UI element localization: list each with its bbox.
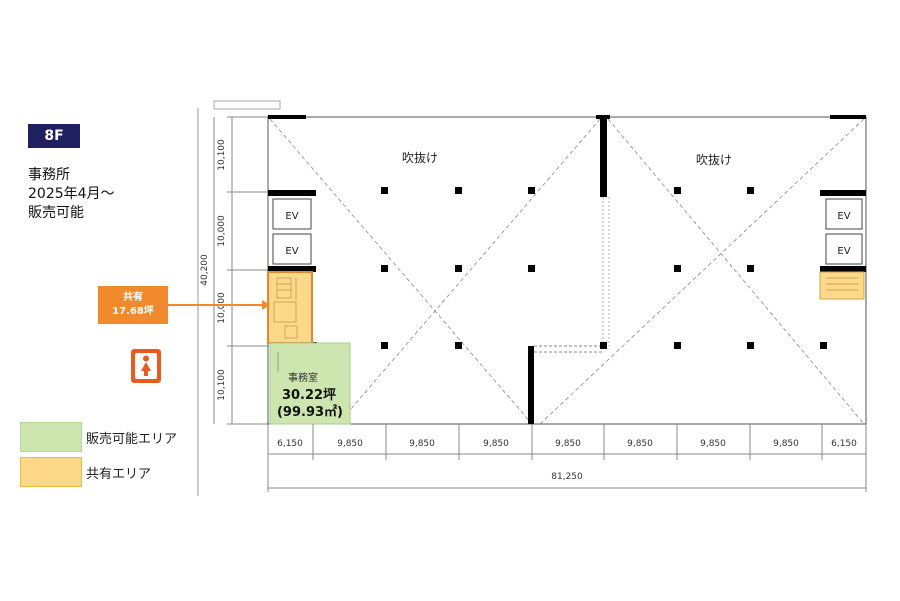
void-diagonals [269, 118, 865, 425]
floor-badge: 8F [28, 124, 80, 148]
left-ev-upper [272, 198, 312, 230]
legend-swatch-sale [20, 422, 82, 452]
right-ev-lower-label: EV [837, 246, 850, 257]
legend-swatch-shared [20, 457, 82, 487]
vertical-dim-3: 10,000 [217, 292, 227, 324]
horizontal-dim-7: 9,850 [700, 439, 726, 449]
horizontal-dim-9: 6,150 [831, 439, 857, 449]
vertical-dim-2: 10,000 [217, 215, 227, 247]
void-label-right: 吹抜け [696, 153, 732, 167]
left-core-wall-top [268, 190, 316, 196]
office-name: 事務室 [288, 371, 318, 384]
description-line-3: 販売可能 [28, 205, 84, 221]
legend-label-sale: 販売可能エリア [86, 432, 178, 447]
structural-columns [310, 187, 827, 349]
legend-label-shared: 共有エリア [86, 467, 152, 482]
office-sale-area [269, 342, 351, 425]
horizontal-dim-6: 9,850 [627, 439, 653, 449]
right-ev-lower [825, 233, 863, 265]
vertical-dim-1: 10,100 [217, 139, 227, 171]
right-ev-upper [825, 198, 863, 230]
right-core-wall-top [820, 190, 866, 196]
shared-area-callout-value: 17.68坪 [112, 306, 154, 317]
left-ev-lower-label: EV [285, 246, 298, 257]
void-label-left: 吹抜け [402, 151, 438, 165]
horizontal-dim-ticks [267, 424, 867, 492]
right-core-wall-bottom [820, 266, 866, 272]
vertical-dim-4: 10,100 [217, 369, 227, 401]
right-stair-treads [826, 277, 858, 291]
left-core-wall-bottom [268, 266, 316, 272]
office-area-tsubo: 30.22坪 [282, 388, 336, 403]
right-ev-upper-label: EV [837, 211, 850, 222]
shared-area-callout: 共有 17.68坪 [98, 286, 168, 324]
horizontal-dim-2: 9,850 [337, 439, 363, 449]
vertical-dim-ticks [227, 116, 268, 425]
building-outline [267, 116, 867, 425]
left-shared-fixtures [273, 277, 298, 339]
horizontal-dim-3: 9,850 [409, 439, 435, 449]
horizontal-dim-1: 6,150 [277, 439, 303, 449]
lower-wall [528, 346, 534, 424]
left-ev-upper-label: EV [285, 211, 298, 222]
office-area-m2: (99.93㎡) [277, 404, 343, 420]
left-shared-area [267, 271, 313, 344]
description-line-1: 事務所 [28, 167, 70, 183]
horizontal-dim-total: 81,250 [551, 472, 583, 482]
horizontal-dim-8: 9,850 [773, 439, 799, 449]
right-shared-stair [819, 271, 865, 300]
womens-restroom-icon [131, 349, 161, 383]
horizontal-dim-4: 9,850 [483, 439, 509, 449]
floor-description: 事務所 2025年4月～ 販売可能 [28, 166, 115, 223]
description-line-2: 2025年4月～ [28, 186, 115, 202]
shared-callout-arrowhead [262, 300, 270, 310]
top-scale-mark [213, 100, 281, 110]
left-ev-lower [272, 233, 312, 265]
horizontal-dim-5: 9,850 [555, 439, 581, 449]
central-wall-upper [600, 117, 607, 197]
vertical-dim-total: 40,200 [200, 254, 210, 286]
shared-area-callout-title: 共有 [123, 292, 143, 303]
